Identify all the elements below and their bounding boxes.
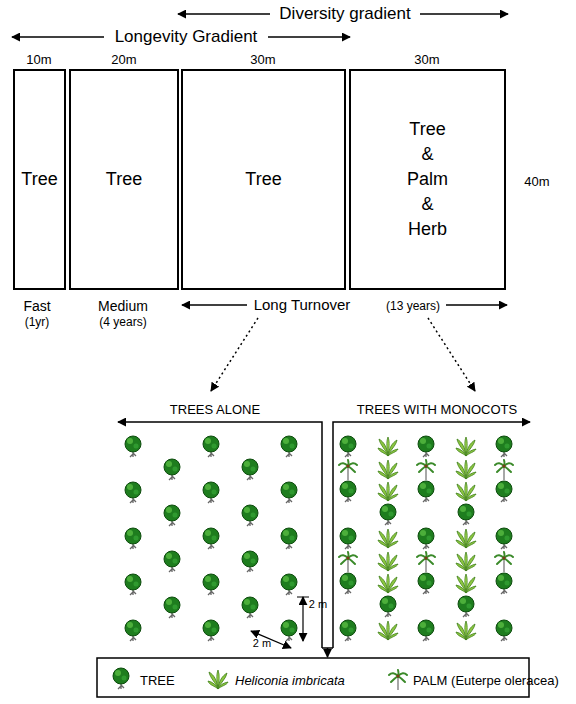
plot-label: Tree — [245, 167, 281, 192]
legend-text: PALM (Euterpe oleracea) — [413, 674, 559, 689]
turnover-label: Medium — [98, 298, 148, 314]
width-dimension: 20m — [111, 53, 136, 68]
gradient-label: Longevity Gradient — [115, 27, 258, 47]
turnover-arrow — [182, 304, 247, 306]
legend-tree-icon — [113, 668, 129, 689]
plot-label: Tree — [106, 167, 142, 192]
zoom-arrow — [211, 318, 258, 391]
legend-heliconia-icon — [208, 670, 228, 689]
gradient-arrow — [178, 13, 270, 15]
gradient-arrow — [420, 13, 508, 15]
legend-text: Heliconia imbricata — [235, 674, 345, 689]
plot-box: Tree & Palm & Herb — [349, 69, 506, 290]
plot-label: Tree & Palm & Herb — [405, 117, 451, 242]
dimension-tick — [297, 597, 309, 598]
width-dimension: 30m — [414, 53, 439, 68]
plot-box: Tree — [181, 69, 346, 290]
mixed-grid — [328, 435, 520, 642]
dimension-line — [302, 597, 303, 641]
plot-label: Tree — [21, 167, 57, 192]
spacing-dimension: 2 m — [253, 637, 271, 650]
height-dimension: 40m — [524, 175, 549, 190]
turnover-arrow — [446, 304, 507, 306]
plot-box: Tree — [13, 69, 66, 290]
gradient-arrow — [268, 36, 350, 38]
tree-grid — [113, 435, 310, 642]
zoom-arrow — [428, 318, 475, 391]
gradient-label: Diversity gradient — [279, 4, 410, 24]
plot-box: Tree — [69, 69, 179, 290]
legend-palm-icon — [389, 670, 407, 690]
turnover-period: (4 years) — [99, 316, 146, 330]
panel-heading: TREES ALONE — [170, 403, 260, 418]
turnover-period: (1yr) — [25, 316, 50, 330]
turnover-label: Long Turnover — [254, 296, 351, 313]
panel-bracket — [327, 648, 329, 657]
gradient-arrow — [12, 36, 104, 38]
width-dimension: 10m — [26, 53, 51, 68]
spacing-dimension: 2 m — [309, 598, 327, 611]
panel-heading: TREES WITH MONOCOTS — [357, 403, 517, 418]
width-dimension: 30m — [250, 53, 275, 68]
legend-text: TREE — [140, 674, 175, 689]
turnover-label: Fast — [23, 298, 50, 314]
turnover-period: (13 years) — [386, 300, 440, 314]
